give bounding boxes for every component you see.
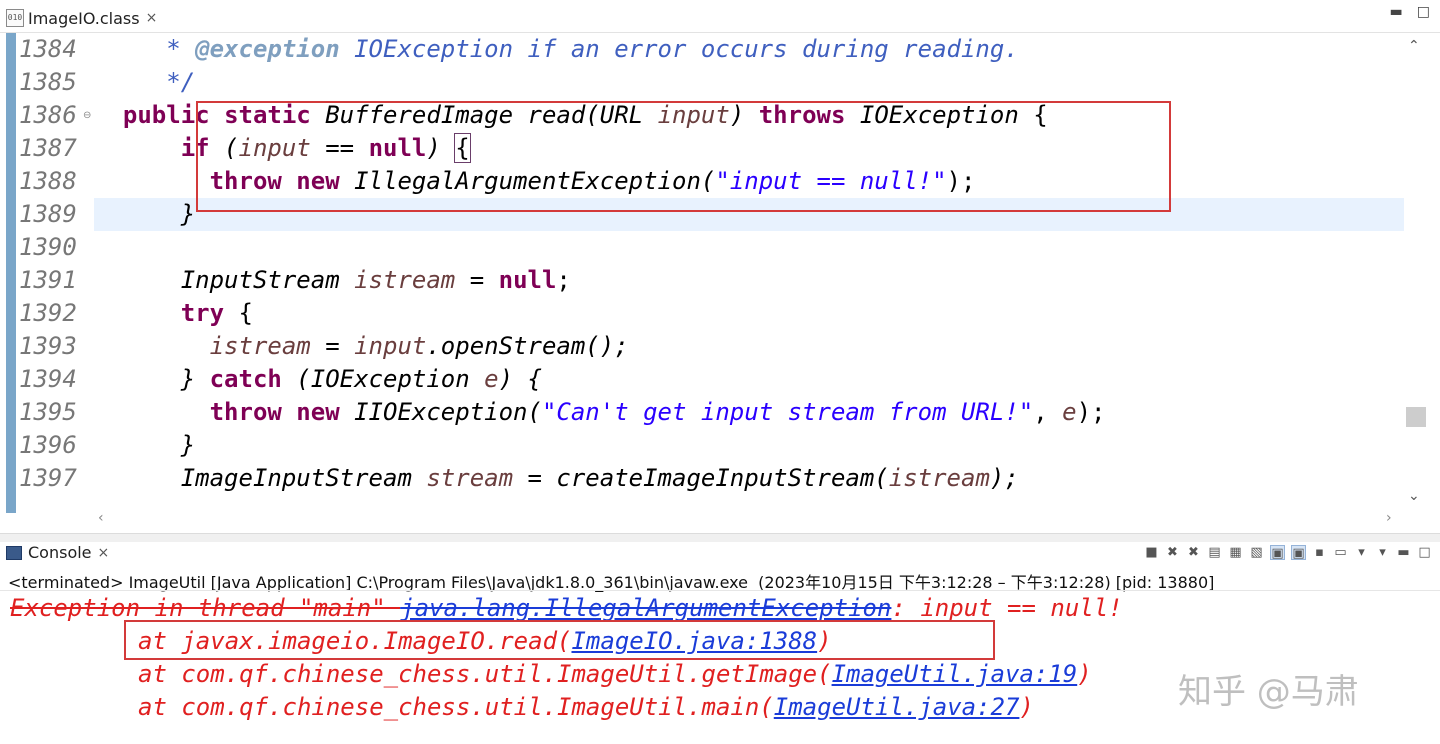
line-number: 1395 bbox=[19, 398, 77, 426]
code-line-1388: throw new IllegalArgumentException("inpu… bbox=[209, 167, 976, 195]
editor-tab-bar: 010 ImageIO.class × ▬ □ bbox=[0, 0, 1440, 33]
current-line-highlight bbox=[94, 198, 1404, 231]
console-status-line: <terminated> ImageUtil [Java Application… bbox=[8, 573, 1215, 592]
console-line-exception: Exception in thread "main" java.lang.Ill… bbox=[10, 594, 1123, 622]
code-line-1392: try { bbox=[180, 299, 253, 327]
line-number: 1393 bbox=[19, 332, 77, 360]
annotation-highlight-box bbox=[196, 101, 1171, 212]
terminate-icon[interactable]: ■ bbox=[1145, 545, 1158, 560]
line-number: 1385 bbox=[19, 68, 77, 96]
minimize-icon[interactable]: ▬ bbox=[1389, 4, 1403, 20]
code-line-1393: istream = input.openStream(); bbox=[209, 332, 629, 360]
pin-console-icon[interactable]: ▪ bbox=[1315, 545, 1324, 560]
code-line-1394: } catch (IOException e) { bbox=[180, 365, 542, 393]
console-tab-label: Console bbox=[28, 543, 92, 562]
word-wrap-icon[interactable]: ▧ bbox=[1250, 545, 1263, 560]
editor-tab-label: ImageIO.class bbox=[28, 8, 140, 28]
close-icon[interactable]: × bbox=[97, 544, 110, 561]
stack-frame-link[interactable]: ImageUtil.java:19 bbox=[831, 660, 1078, 688]
scroll-up-icon[interactable]: ⌃ bbox=[1408, 38, 1420, 54]
code-line-1389: } bbox=[180, 200, 196, 228]
line-number: 1390 bbox=[19, 233, 77, 261]
scroll-left-icon[interactable]: ‹ bbox=[98, 510, 104, 526]
open-console-icon[interactable]: ▾ bbox=[1379, 545, 1386, 560]
maximize-icon[interactable]: □ bbox=[1418, 545, 1431, 560]
line-number: 1396 bbox=[19, 431, 77, 459]
line-number: 1384 bbox=[19, 35, 77, 63]
console-line-stack-3: at com.qf.chinese_chess.util.ImageUtil.m… bbox=[138, 693, 1034, 721]
maximize-icon[interactable]: □ bbox=[1416, 4, 1430, 20]
code-line-1397: ImageInputStream stream = createImageInp… bbox=[180, 464, 1019, 492]
clear-console-icon[interactable]: ▤ bbox=[1208, 545, 1221, 560]
remove-all-terminated-icon[interactable]: ✖ bbox=[1188, 545, 1199, 560]
remove-launch-icon[interactable]: ✖ bbox=[1167, 545, 1178, 560]
line-number-gutter bbox=[16, 33, 94, 513]
code-line-1391: InputStream istream = null; bbox=[180, 266, 571, 294]
scrollbar-thumb[interactable] bbox=[1406, 407, 1426, 427]
editor-window-buttons: ▬ □ bbox=[1390, 4, 1430, 20]
minimize-icon[interactable]: ▬ bbox=[1397, 545, 1410, 560]
line-number: 1397 bbox=[19, 464, 77, 492]
annotation-highlight-box bbox=[124, 620, 995, 660]
line-number: 1389 bbox=[19, 200, 77, 228]
scroll-lock-icon[interactable]: ▦ bbox=[1229, 545, 1242, 560]
line-number: 1386 bbox=[19, 101, 77, 129]
code-line-1386: public static BufferedImage read(URL inp… bbox=[122, 101, 1048, 129]
console-output[interactable] bbox=[0, 590, 1440, 744]
editor-overview-ruler bbox=[6, 33, 16, 513]
editor-tab-imageio-class[interactable]: 010 ImageIO.class × bbox=[6, 4, 157, 32]
code-line-1385: */ bbox=[151, 68, 196, 96]
line-number: 1391 bbox=[19, 266, 77, 294]
show-on-stdout-icon[interactable]: ▣ bbox=[1270, 545, 1285, 561]
panel-separator[interactable] bbox=[0, 533, 1440, 542]
code-line-1387: if (input == null) { bbox=[180, 133, 471, 163]
console-line-stack-1: at javax.imageio.ImageIO.read(ImageIO.ja… bbox=[138, 627, 832, 655]
console-line-stack-2: at com.qf.chinese_chess.util.ImageUtil.g… bbox=[138, 660, 1092, 688]
display-console-icon[interactable]: ▭ bbox=[1334, 545, 1347, 560]
editor-vertical-scrollbar[interactable] bbox=[1404, 33, 1430, 513]
code-line-1395: throw new IIOException("Can't get input … bbox=[209, 398, 1106, 426]
code-editor[interactable]: 1384 1385 1386 ⊖ 1387 1388 1389 1390 139… bbox=[0, 33, 1440, 513]
scroll-right-icon[interactable]: › bbox=[1386, 510, 1392, 526]
code-line-1396: } bbox=[180, 431, 196, 459]
stack-frame-link[interactable]: ImageUtil.java:27 bbox=[773, 693, 1020, 721]
exception-class-link[interactable]: java.lang.IllegalArgumentException bbox=[400, 594, 892, 622]
console-icon bbox=[6, 545, 22, 560]
line-number: 1388 bbox=[19, 167, 77, 195]
chevron-down-icon[interactable]: ▾ bbox=[1358, 545, 1365, 560]
class-file-icon: 010 bbox=[6, 9, 24, 27]
tab-console[interactable]: Console × bbox=[6, 543, 109, 562]
matching-bracket: { bbox=[454, 133, 471, 163]
fold-icon[interactable]: ⊖ bbox=[83, 110, 92, 121]
scroll-down-icon[interactable]: ⌄ bbox=[1408, 488, 1420, 504]
close-icon[interactable]: × bbox=[145, 10, 158, 26]
show-on-stderr-icon[interactable]: ▣ bbox=[1291, 545, 1306, 561]
console-toolbar: ■ ✖ ✖ ▤ ▦ ▧ ▣ ▣ ▪ ▭ ▾ ▾ ▬ □ bbox=[1144, 545, 1432, 561]
console-tab-bar: Console × ■ ✖ ✖ ▤ ▦ ▧ ▣ ▣ ▪ ▭ ▾ ▾ ▬ □ bbox=[0, 541, 1440, 567]
stack-frame-link[interactable]: ImageIO.java:1388 bbox=[571, 627, 818, 655]
line-number: 1394 bbox=[19, 365, 77, 393]
code-line-1384: * @exception IOException if an error occ… bbox=[151, 35, 1019, 63]
watermark: 知乎 @马肃 bbox=[1178, 672, 1359, 712]
line-number: 1387 bbox=[19, 134, 77, 162]
line-number: 1392 bbox=[19, 299, 77, 327]
